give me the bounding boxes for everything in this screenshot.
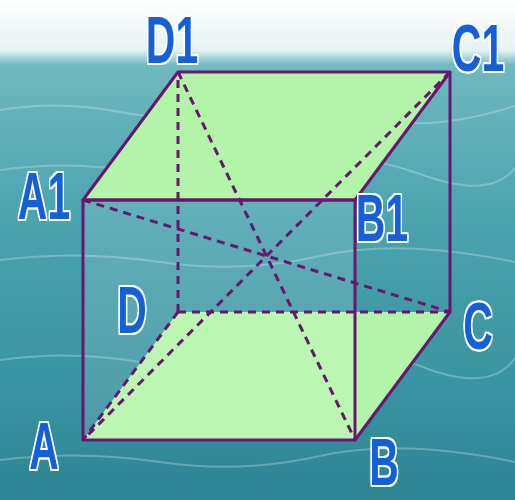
front-face — [83, 200, 355, 440]
vertex-label: B1 — [356, 185, 408, 251]
visible-edges — [83, 72, 450, 440]
vertex-label: D — [117, 277, 147, 343]
vertex-label: C — [463, 293, 493, 359]
vertex-label: C1 — [452, 15, 504, 81]
hidden-edges — [83, 72, 450, 440]
top-face — [83, 72, 450, 200]
vertex-label: D1 — [146, 7, 198, 73]
vertex-label: B — [369, 429, 399, 495]
vertex-label: A — [29, 413, 59, 479]
vertex-label: A1 — [18, 163, 70, 229]
